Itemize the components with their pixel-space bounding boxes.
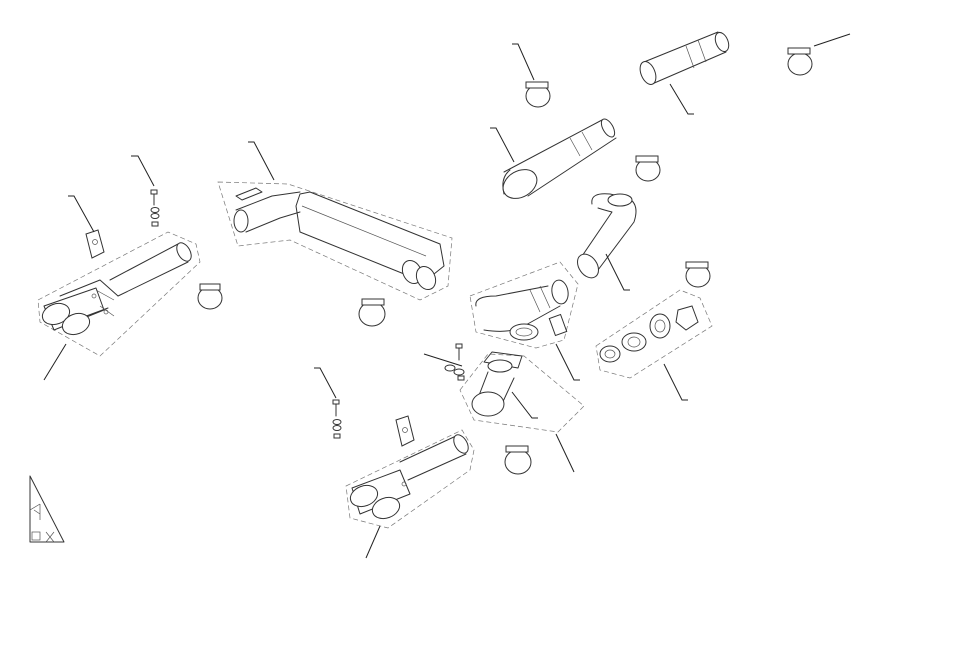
leader-flanged-pipe-2 bbox=[555, 433, 575, 473]
right-tailpipe-assembly bbox=[345, 429, 475, 529]
leader-clamp-upper-2 bbox=[813, 33, 851, 47]
left-clamp bbox=[197, 283, 223, 310]
leader-left-tailpipe bbox=[43, 343, 67, 381]
axis-triangle-icon bbox=[29, 475, 65, 543]
flanged-pipe bbox=[459, 351, 585, 433]
leader-connecting-pipe bbox=[669, 83, 694, 115]
leader-flanged-pipe bbox=[511, 391, 538, 419]
rear-muffler bbox=[217, 181, 453, 301]
bent-pipe bbox=[577, 193, 637, 279]
leader-center-bolt bbox=[423, 353, 463, 367]
clamp-upper-3 bbox=[635, 155, 661, 182]
right-hanger-bracket bbox=[395, 415, 415, 447]
center-bolt-washer-nut bbox=[444, 343, 465, 381]
left-tailpipe-assembly bbox=[37, 231, 201, 357]
leader-front-pipe bbox=[490, 127, 515, 163]
leader-right-bolt bbox=[314, 367, 337, 399]
leader-gasket bbox=[663, 363, 688, 401]
leader-clamp-upper-1 bbox=[512, 43, 535, 81]
front-pipe bbox=[502, 118, 617, 199]
leader-left-hanger bbox=[68, 195, 95, 233]
leader-y-pipe bbox=[555, 343, 580, 381]
leader-left-bolt bbox=[131, 155, 155, 187]
muffler-clamp bbox=[358, 298, 386, 327]
leader-muffler bbox=[248, 141, 275, 181]
left-bolt-washer-nut bbox=[150, 189, 160, 227]
clamp-upper-2 bbox=[787, 47, 813, 76]
clamp-upper-1 bbox=[525, 81, 551, 108]
connecting-pipe-upper bbox=[639, 31, 730, 85]
center-clamp bbox=[504, 445, 532, 475]
leader-bent-pipe bbox=[605, 253, 630, 291]
gasket-set bbox=[595, 289, 713, 379]
right-bolt-washer-nut bbox=[332, 399, 342, 439]
y-pipe-flanged bbox=[469, 261, 579, 349]
clamp-right bbox=[685, 261, 711, 288]
left-hanger-bracket bbox=[85, 229, 105, 259]
leader-right-tailpipe bbox=[365, 525, 381, 559]
